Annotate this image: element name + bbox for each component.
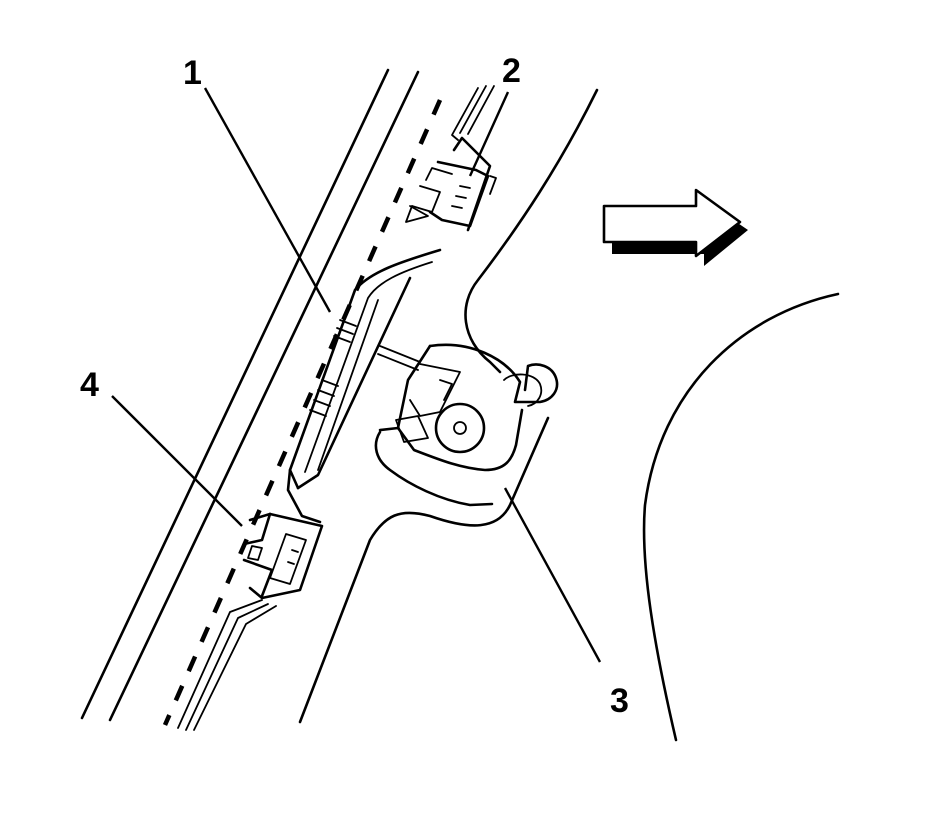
pillar-outer-edges (80, 68, 420, 722)
connector-bracket-assembly (374, 343, 559, 507)
leader-4 (111, 395, 243, 527)
callout-label-4: 4 (80, 366, 99, 404)
upper-retainer-clip (405, 136, 497, 232)
callout-leaders (111, 87, 602, 663)
leader-2 (468, 91, 510, 177)
callout-label-3: 3 (610, 682, 629, 720)
right-arrow-icon (602, 188, 748, 266)
leader-1 (203, 87, 332, 313)
callout-label-1: 1 (183, 54, 202, 92)
lower-retainer-clip (242, 512, 324, 600)
leader-3 (503, 487, 602, 663)
wire-harness-channel (286, 248, 442, 524)
hidden-edge-dashed-line (162, 99, 443, 726)
trim-panel-outline (298, 88, 840, 742)
callout-label-2: 2 (502, 52, 521, 90)
trim-panel-edges (177, 85, 495, 731)
